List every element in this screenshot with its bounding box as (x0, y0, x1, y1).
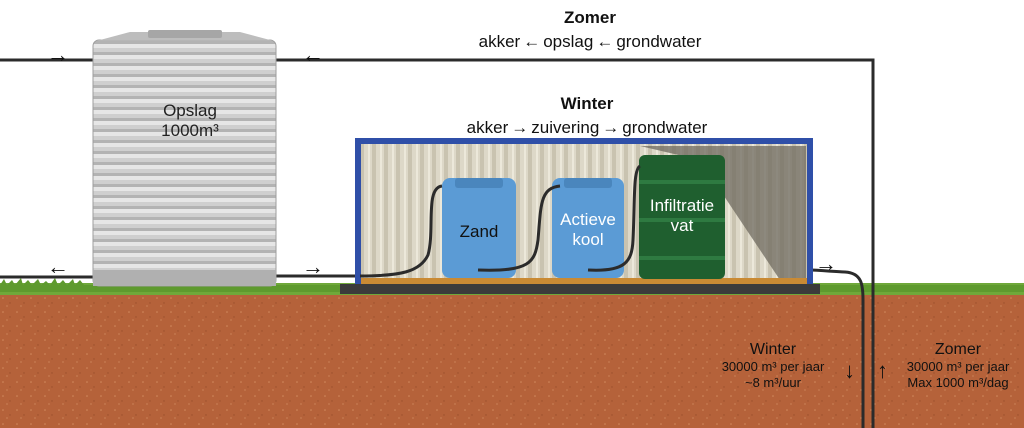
arrow-left-icon: ← (302, 42, 324, 67)
winter-ground-label: Winter 30000 m³ per jaar ~8 m³/uur (706, 341, 840, 392)
carbon-tank (552, 178, 624, 278)
carbon-label: Actieve kool (552, 210, 624, 251)
arrow-down-icon: ↓ (844, 358, 855, 383)
winter-flow-field: akker (466, 118, 509, 137)
sand-tank (442, 178, 516, 278)
hose-carbon-vessel (587, 164, 642, 272)
arrow-right-icon: → (47, 42, 69, 67)
summer-flow: akker←opslag←grondwater (440, 32, 740, 52)
summer-title: Zomer (564, 8, 616, 27)
summer-pipe (0, 58, 875, 428)
winter-ground-rate: ~8 m³/uur (745, 375, 801, 391)
infiltration-tank (639, 155, 725, 279)
sand-label: Zand (459, 222, 499, 241)
arrow-up-icon: ↑ (877, 358, 888, 383)
winter-flow-purification: zuivering (531, 118, 600, 137)
storage-volume: 1000m³ (161, 121, 219, 141)
summer-flow-groundwater: grondwater (616, 32, 702, 51)
soil (0, 291, 1024, 428)
hose-inlet (359, 184, 443, 278)
winter-flow-groundwater: grondwater (622, 118, 708, 137)
arrow-left-icon: ← (47, 254, 69, 279)
winter-ground-volume: 30000 m³ per jaar (721, 359, 825, 374)
infiltration-label-line1: Infiltratie (649, 196, 715, 215)
summer-ground-title: Zomer (934, 341, 982, 358)
summer-flow-arrow-icon: ← (523, 32, 541, 51)
arrow-right-icon: → (302, 254, 324, 279)
arrow-right-icon: → (815, 251, 837, 276)
winter-pipe-left (0, 274, 360, 279)
summer-flow-storage: opslag (543, 32, 594, 51)
summer-flow-arrow2-icon: ← (596, 32, 614, 51)
summer-ground-label: Zomer 30000 m³ per jaar Max 1000 m³/dag (896, 341, 1020, 392)
carbon-label-line2: kool (572, 230, 604, 250)
summer-flow-field: akker (478, 32, 521, 51)
storage-label: Opslag 1000m³ (130, 101, 250, 142)
carbon-label-line1: Actieve (560, 210, 616, 229)
storage-tank (92, 30, 277, 287)
storage-name: Opslag (163, 101, 217, 120)
summer-ground-volume: 30000 m³ per jaar (906, 359, 1010, 374)
infiltration-label: Infiltratie vat (636, 196, 728, 237)
winter-ground-title: Winter (749, 341, 797, 358)
winter-flow-arrow2-icon: → (602, 118, 620, 137)
winter-title: Winter (560, 94, 614, 113)
hose-sand-carbon (477, 184, 561, 272)
winter-flow-arrow-icon: → (511, 118, 529, 137)
winter-flow: akker→zuivering→grondwater (437, 118, 737, 138)
summer-ground-rate: Max 1000 m³/dag (907, 375, 1009, 391)
infiltration-label-line2: vat (670, 216, 694, 236)
